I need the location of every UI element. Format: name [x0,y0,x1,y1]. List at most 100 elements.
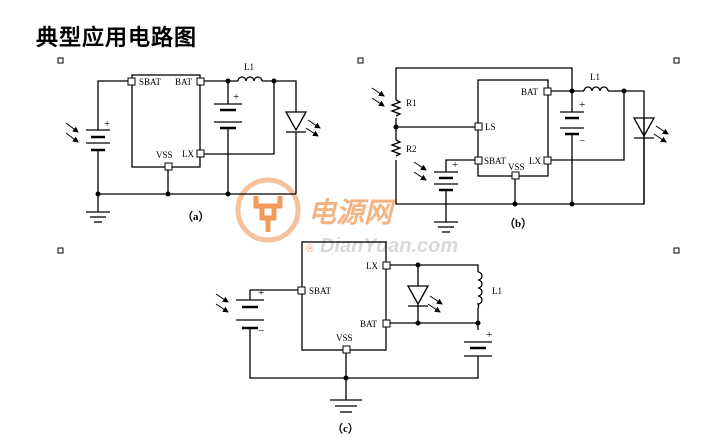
pin-bat-b [543,87,552,96]
corner-markers [57,57,680,254]
label-sbat-a: SBAT [139,77,162,87]
pin-bat-c [382,319,391,328]
light-arrow-icon [371,87,385,97]
wire [395,67,573,91]
wire [249,328,479,379]
led-a [284,111,308,132]
led-b [632,117,656,138]
wire [97,80,128,130]
junction [271,78,277,84]
pin-vss-a [164,162,173,171]
wire [204,81,275,155]
pin-sbat-a [127,77,136,86]
circuit-c: LX SBAT BAT VSS L1 + + − [215,241,502,435]
light-arrow-icon [413,171,427,181]
junction [343,375,349,381]
page-title: 典型应用电路图 [36,26,198,51]
light-arrow-icon [305,127,319,137]
light-arrow-icon [371,97,385,107]
watermark-cn: 电源网 [308,196,396,229]
minus-sign: − [579,135,585,147]
caption-c: （c） [332,422,359,435]
label-bat-a: BAT [175,77,193,87]
junction [415,262,421,268]
caption-a: （a） [182,210,210,223]
pin-sbat-c [297,286,306,295]
junction [475,320,481,326]
light-arrow-icon [65,132,79,143]
plus-sign: + [452,159,458,171]
light-arrow-icon [215,303,229,313]
label-lx-a: LX [182,149,194,159]
resistor-r1 [390,99,402,117]
wire [395,90,645,205]
label-l1-a: L1 [244,62,254,72]
inductor-a [237,76,263,82]
light-arrow-icon [655,125,669,135]
pin-vss-b [511,171,520,180]
junction [393,124,399,130]
caption-b: （b） [504,217,532,230]
label-sbat-b: SBAT [484,156,507,166]
pin-sbat-b [474,156,483,165]
plus-sign: + [258,287,264,299]
light-arrow-icon [65,122,79,133]
label-lx-c: LX [366,261,378,271]
label-bat-c: BAT [360,319,378,329]
corner-marker [57,57,64,64]
corner-marker [57,247,64,254]
wire [390,264,479,272]
pin-bat-a [196,77,205,86]
led-c [406,285,430,306]
watermark-reg: ® [306,243,314,255]
inductor-b [583,86,609,92]
junction [512,201,518,207]
label-sbat-c: SBAT [309,286,332,296]
label-l1-b: L1 [590,72,600,82]
inductor-c [476,271,483,309]
label-lx-b: LX [529,156,541,166]
circuit-a: SBAT BAT VSS LX L1 + + [65,62,321,223]
label-l1-c: L1 [492,286,502,296]
label-vss-a: VSS [156,150,173,160]
watermark: 电源网 ® DianYuan.com [235,177,458,257]
light-arrow-icon [429,295,443,305]
junction [415,320,421,326]
pin-lx-b [543,156,552,165]
corner-marker [673,247,680,254]
watermark-en: DianYuan.com [320,235,458,257]
pin-lx-c [382,261,391,270]
plus-sign: + [233,91,239,103]
light-arrow-icon [653,133,667,143]
label-vss-c: VSS [336,333,353,343]
corner-marker [357,57,364,64]
watermark-ring [235,177,301,243]
circuit-b: BAT LS SBAT VSS LX R1 R2 L1 + [371,67,669,233]
label-ls-b: LS [485,122,496,132]
pin-lx-a [196,149,205,158]
plug-icon [253,196,283,232]
plus-sign: + [104,118,110,130]
plus-sign: + [486,329,492,341]
resistor-r2 [390,139,402,157]
light-arrow-icon [427,303,441,313]
label-bat-b: BAT [521,87,539,97]
junction [225,191,231,197]
junction [569,88,575,94]
plus-sign: + [579,99,585,111]
junction [95,191,101,197]
light-arrow-icon [307,119,321,129]
wire [262,80,297,112]
light-arrow-icon [413,161,427,171]
label-r1: R1 [406,98,417,108]
junction [569,201,575,207]
junction [165,191,171,197]
wire [551,91,625,161]
junction [621,88,627,94]
junction [225,78,231,84]
label-vss-b: VSS [508,162,525,172]
pin-ls-b [474,122,483,131]
corner-marker [673,57,680,64]
light-arrow-icon [215,293,229,303]
